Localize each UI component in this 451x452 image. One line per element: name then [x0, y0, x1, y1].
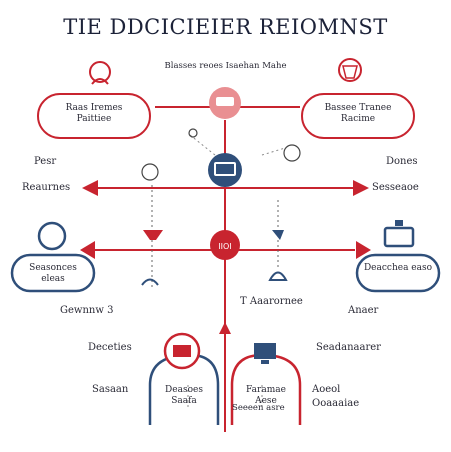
diagram-title: TIE DDCICIEIER REIOMNST [63, 15, 388, 39]
shield-icon [338, 58, 362, 82]
node-mid-center [210, 230, 240, 260]
profile-icon-left [37, 221, 67, 251]
monitor-icon [214, 162, 236, 176]
arrow-left-upper [82, 180, 98, 196]
box-mid-right-label: Deacchea easo [363, 263, 433, 273]
dash-connector-3 [189, 134, 216, 156]
sun-icon [188, 128, 198, 138]
portrait-icon-left [141, 163, 159, 181]
arrow-spine [219, 322, 231, 334]
monitor-icon-bottom-stand [261, 360, 269, 364]
label-right-upper2: Sesseaoe [372, 182, 419, 193]
laptop-icon-cap [395, 220, 403, 226]
box-mid-left-label: Seasonces eleas [29, 263, 77, 285]
diagram-subtitle: Blasses reoes Isaehan Mahe [164, 61, 287, 71]
node-top-center-icon [216, 97, 234, 106]
dash-connector-4 [261, 147, 286, 156]
label-left-upper: Pesr [34, 156, 57, 167]
shield-icon-inner [342, 65, 358, 79]
label-center-bottom: Seeeen asre [232, 403, 285, 413]
node-mid-glyph: IIOI [218, 242, 231, 251]
box-bottom-right-label: Faramae Aese [246, 385, 286, 407]
portrait-icon-right [283, 144, 301, 162]
person-icon-body [91, 78, 109, 85]
box-bottom-left-label: Deasoes Saafa [165, 385, 203, 407]
box-top-right [301, 93, 415, 139]
monitor-icon-bottom [254, 343, 276, 359]
label-right-mid: Anaer [348, 305, 379, 316]
label-left-mid: Gewnnw 3 [60, 305, 114, 316]
box-top-left [37, 93, 151, 139]
laptop-icon [383, 226, 415, 248]
person-icon [89, 61, 111, 83]
arrow-left-middle [80, 241, 95, 259]
label-right-upper: Dones [386, 156, 418, 167]
box-top-left-label: Raas Iremes Paittiee [65, 103, 123, 125]
arrow-right-middle [356, 241, 371, 259]
label-right-bottom-a: Aoeol [312, 384, 341, 395]
arrow-right-upper [353, 180, 369, 196]
label-right-bottom-b: Ooaaaiae [312, 398, 360, 409]
box-mid-right [355, 253, 441, 293]
label-left-low: Deceties [88, 342, 132, 353]
label-left-upper2: Reaurnes [22, 182, 71, 193]
tag-icon [272, 230, 284, 240]
node-upper-center [208, 153, 242, 187]
document-icon-screen [173, 345, 191, 357]
label-right-low: Seadanaarer [316, 342, 381, 353]
box-top-right-label: Bassee Tranee Racime [324, 103, 392, 125]
box-mid-left [10, 253, 96, 293]
bell-icon [268, 271, 288, 281]
label-center-mid: T Aaarornee [240, 296, 303, 307]
cup-icon [143, 230, 163, 240]
label-left-bottom: Sasaan [92, 384, 129, 395]
pin-icon [141, 278, 159, 286]
